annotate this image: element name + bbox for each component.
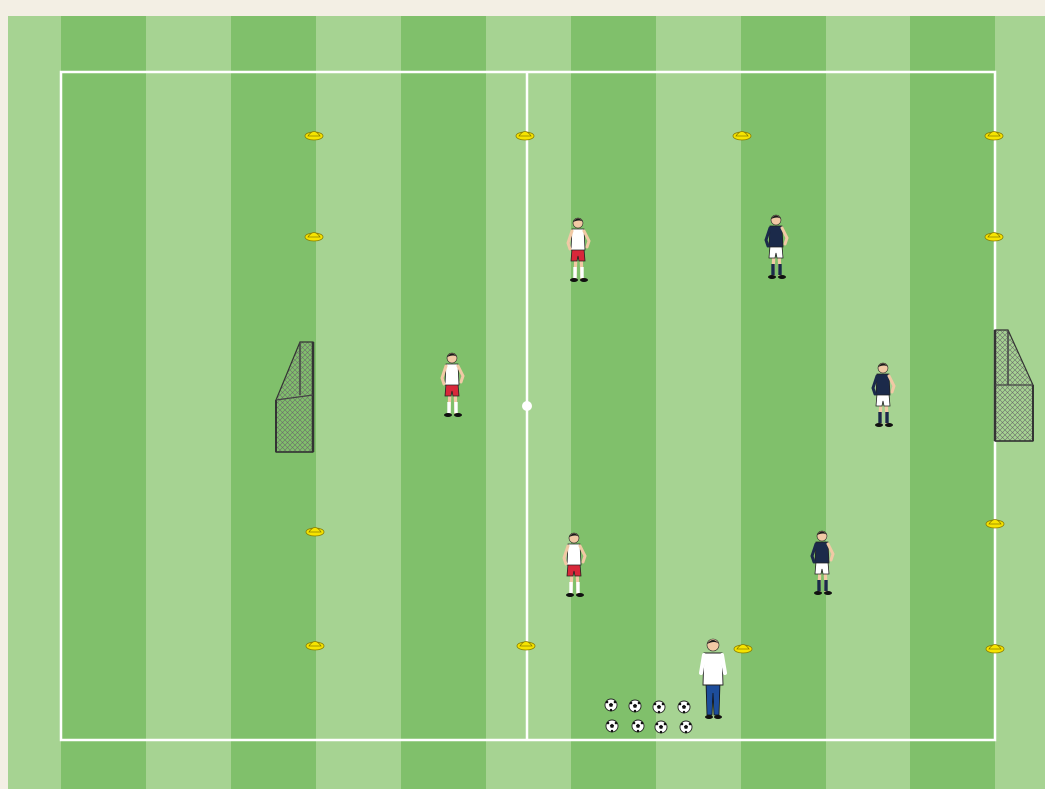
soccer-ball (655, 721, 667, 733)
grass-stripe (146, 16, 231, 789)
cone-marker (306, 642, 324, 651)
cone-marker (517, 642, 535, 651)
soccer-ball (678, 701, 690, 713)
cone-marker (985, 132, 1003, 141)
soccer-ball (680, 721, 692, 733)
cone-marker (986, 520, 1004, 529)
cone-marker (516, 132, 534, 141)
grass-stripe (741, 16, 826, 789)
cone-marker (305, 233, 323, 242)
cone-marker (986, 645, 1004, 654)
grass-stripe (401, 16, 486, 789)
cone-marker (733, 132, 751, 141)
cone-marker (306, 528, 324, 537)
grass-stripe (61, 16, 146, 789)
grass-stripe (656, 16, 741, 789)
grass-stripe (826, 16, 910, 789)
cone-marker (734, 645, 752, 654)
grass-stripe (8, 16, 61, 789)
soccer-ball (653, 701, 665, 713)
grass-stripe (571, 16, 656, 789)
cone-marker (985, 233, 1003, 242)
cone-marker (305, 132, 323, 141)
soccer-ball (629, 700, 641, 712)
grass-stripe (316, 16, 401, 789)
center-spot (522, 401, 532, 411)
soccer-ball (632, 720, 644, 732)
soccer-ball (606, 720, 618, 732)
grass-stripe (910, 16, 995, 789)
soccer-ball (605, 699, 617, 711)
